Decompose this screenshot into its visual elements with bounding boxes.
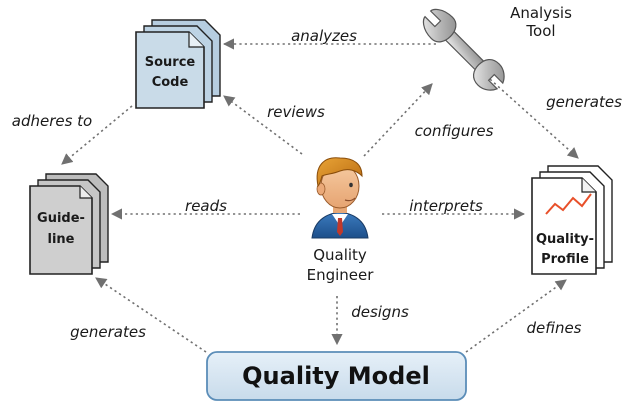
label-reviews: reviews bbox=[267, 103, 325, 121]
analysis-tool-label-line1: Analysis bbox=[510, 4, 572, 22]
source-code-document-icon bbox=[135, 19, 221, 109]
label-analyzes: analyzes bbox=[291, 27, 357, 45]
quality-profile-label-line2: Profile bbox=[541, 252, 589, 267]
edge-adheres-to bbox=[61, 105, 133, 165]
edge-generates-profile bbox=[481, 71, 579, 159]
label-interprets: interprets bbox=[409, 197, 483, 215]
label-configures: configures bbox=[415, 122, 494, 140]
line-chart-icon bbox=[545, 193, 592, 215]
quality-engineer-label-line2: Engineer bbox=[307, 266, 375, 284]
quality-model-label: Quality Model bbox=[242, 362, 430, 390]
guideline-document-icon bbox=[29, 173, 109, 275]
label-generates-guideline: generates bbox=[70, 323, 146, 341]
edge-generates-guideline bbox=[95, 277, 207, 353]
guideline-label-line2: line bbox=[48, 232, 75, 247]
label-reads: reads bbox=[185, 197, 227, 215]
quality-profile-document-icon bbox=[531, 165, 613, 275]
label-defines: defines bbox=[527, 319, 582, 337]
source-code-label-line2: Code bbox=[152, 75, 189, 90]
quality-engineer-label-line1: Quality bbox=[313, 246, 367, 264]
label-designs: designs bbox=[351, 303, 409, 321]
edge-reviews bbox=[223, 95, 303, 155]
source-code-label-line1: Source bbox=[145, 55, 196, 70]
analysis-tool-label-line2: Tool bbox=[525, 22, 555, 40]
edge-configures bbox=[363, 83, 433, 157]
person-icon bbox=[311, 157, 369, 239]
quality-model-box bbox=[206, 351, 467, 401]
edge-defines bbox=[465, 279, 567, 353]
label-generates-profile: generates bbox=[546, 93, 622, 111]
quality-profile-label-line1: Quality- bbox=[536, 232, 594, 247]
wrench-icon bbox=[422, 8, 505, 91]
label-adheres-to: adheres to bbox=[12, 112, 93, 130]
guideline-label-line1: Guide- bbox=[37, 211, 85, 226]
